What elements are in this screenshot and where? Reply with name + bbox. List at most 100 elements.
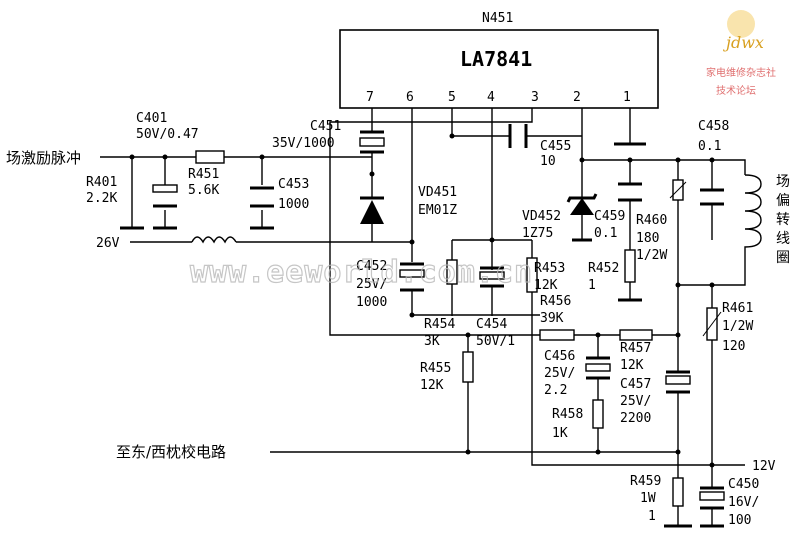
c453-ref: C453 [278, 177, 309, 192]
watermark-text: www.eeworld.com.cn [190, 255, 533, 290]
r455-ref: R455 [420, 361, 451, 376]
ic-body [339, 29, 659, 109]
r459-ref: R459 [630, 474, 661, 489]
c456-value: 25V/ [544, 366, 575, 381]
c452-ref: C452 [356, 259, 387, 274]
left-branch-wires [131, 157, 263, 228]
r460-ref: R460 [636, 213, 667, 228]
r458-ref: R458 [552, 407, 583, 422]
c457-symbol [665, 370, 691, 394]
c458-symbol [700, 188, 724, 206]
logo-line-2: 技术论坛 [716, 84, 756, 97]
r401-ref: R401 [86, 175, 117, 190]
c457-ref: C457 [620, 377, 651, 392]
c401-value: 50V/0.47 [136, 127, 199, 142]
r461-power: 1/2W [722, 319, 753, 334]
ic-pin-7: 7 [366, 90, 374, 105]
r452-symbol [624, 249, 636, 283]
r452-value: 1 [588, 278, 596, 293]
c459-value: 0.1 [594, 226, 617, 241]
c456-ref: C456 [544, 349, 575, 364]
r451-ref: R451 [188, 167, 219, 182]
logo-line-1: 家电维修杂志社 [706, 66, 776, 79]
r451-symbol [195, 150, 225, 164]
c455-ref: C455 [540, 139, 571, 154]
ic-pin-6: 6 [406, 90, 414, 105]
logo-brand: jdwx [723, 33, 764, 52]
r456-symbol [539, 329, 575, 341]
r460-value: 180 [636, 231, 659, 246]
c452-value-2: 1000 [356, 295, 387, 310]
r460-power: 1/2W [636, 248, 667, 263]
c456-value-2: 2.2 [544, 383, 567, 398]
r459-value: 1 [648, 509, 656, 524]
vd451-ref: VD451 [418, 185, 457, 200]
c457-value: 25V/ [620, 394, 651, 409]
c451-symbol [359, 130, 385, 154]
r455-symbol [462, 351, 474, 383]
inductor-symbol [191, 236, 237, 244]
ic-pin-2: 2 [573, 90, 581, 105]
input-label: 场激励脉冲 [6, 149, 81, 167]
vd452-symbol [566, 193, 598, 242]
coil-label: 场 偏 转 线 圈 [776, 174, 790, 266]
ic-part-number: LA7841 [460, 47, 532, 71]
deflection-coil-symbol [744, 174, 762, 265]
r453-symbol [526, 257, 538, 293]
logo: jdwx 家电维修杂志社 技术论坛 [706, 10, 776, 97]
r458-value: 1K [552, 426, 568, 441]
c454-value: 50V/1 [476, 334, 515, 349]
r454-value: 3K [424, 334, 440, 349]
c458-ref: C458 [698, 119, 729, 134]
bottom-return-wire [677, 452, 713, 526]
c452-value: 25V/ [356, 277, 387, 292]
c401-ref: C401 [136, 111, 167, 126]
coil-char-5: 圈 [776, 250, 790, 266]
r452-ref: R452 [588, 261, 619, 276]
c453-symbol [250, 186, 274, 230]
r461-ref: R461 [722, 301, 753, 316]
junctions [129, 133, 715, 468]
ic-pin-1: 1 [623, 90, 631, 105]
ic-pin-3: 3 [531, 90, 539, 105]
ic-n451: N451 LA7841 7 6 5 4 3 2 1 [339, 11, 659, 109]
c401-symbol [152, 184, 178, 208]
right-side-wires [677, 159, 746, 465]
r453-value: 12K [534, 278, 558, 293]
c457-value-2: 2200 [620, 411, 651, 426]
r401-value: 2.2K [86, 191, 117, 206]
r457-value: 12K [620, 358, 644, 373]
r454-symbol [446, 259, 458, 285]
r458-symbol [592, 399, 604, 429]
coil-char-1: 场 [776, 174, 790, 190]
wires [100, 108, 746, 526]
vd452-value: 1Z75 [522, 226, 553, 241]
c456-symbol [585, 356, 611, 380]
vd452-ref: VD452 [522, 209, 561, 224]
r460-symbol [669, 179, 687, 201]
c450-value-2: 100 [728, 513, 751, 528]
r453-ref: R453 [534, 261, 565, 276]
r459-symbol [672, 477, 684, 507]
r457-symbol [619, 329, 653, 341]
vd451-symbol [360, 196, 384, 224]
c454-ref: C454 [476, 317, 507, 332]
c450-value: 16V/ [728, 495, 759, 510]
coil-char-4: 线 [776, 231, 790, 247]
c451-ref: C451 [310, 119, 341, 134]
r461-symbol [702, 307, 722, 341]
r461-value: 120 [722, 339, 745, 354]
r454-ref: R454 [424, 317, 455, 332]
supply-26v-label: 26V [96, 236, 120, 251]
r451-value: 5.6K [188, 183, 219, 198]
c455-symbol [508, 124, 528, 148]
east-west-label: 至东/西枕校电路 [116, 443, 226, 461]
vd451-value: EM01Z [418, 203, 457, 218]
r456-ref: R456 [540, 294, 571, 309]
c459-symbol [618, 182, 642, 202]
c456-chain-wire [597, 334, 678, 452]
ic-pin-4: 4 [487, 90, 495, 105]
c458-value: 0.1 [698, 139, 721, 154]
